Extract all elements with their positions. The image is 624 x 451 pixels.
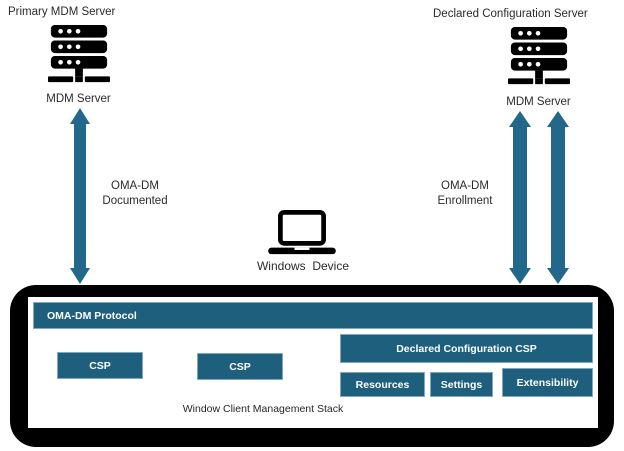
- oma-dm-enrollment-line2: Enrollment: [437, 195, 493, 207]
- declared-server-title: Declared Configuration Server: [433, 8, 588, 20]
- oma-dm-documented-line1: OMA-DM: [111, 180, 159, 192]
- device-stack-panel: OMA-DM Protocol CSP CSP Declared Configu…: [28, 297, 598, 428]
- resources-box: Resources: [340, 372, 425, 397]
- server-rack-icon: [48, 24, 110, 83]
- declared-configuration-csp-box: Declared Configuration CSP: [340, 334, 593, 363]
- oma-dm-enrollment-line1: OMA-DM: [441, 180, 489, 192]
- extensibility-box: Extensibility: [502, 368, 593, 397]
- oma-dm-protocol-label: OMA-DM Protocol: [47, 309, 137, 322]
- server-rack-icon: [508, 26, 570, 85]
- windows-device-label: Windows Device: [256, 259, 350, 273]
- oma-dm-documented-arrow-icon: [70, 108, 90, 284]
- primary-server-title: Primary MDM Server: [8, 6, 116, 18]
- oma-dm-documented-label: OMA-DM Documented: [85, 179, 185, 209]
- csp-box-middle: CSP: [197, 353, 283, 380]
- declared-server-label: MDM Server: [506, 96, 571, 108]
- csp-box-left: CSP: [57, 352, 143, 379]
- oma-dm-enrollment-arrow-left-icon: [509, 111, 531, 284]
- settings-box: Settings: [430, 372, 493, 397]
- oma-dm-documented-line2: Documented: [102, 195, 168, 207]
- stack-caption: Window Client Management Stack: [182, 403, 344, 415]
- oma-dm-enrollment-arrow-right-icon: [547, 111, 569, 284]
- oma-dm-protocol-bar: OMA-DM Protocol: [33, 302, 593, 329]
- laptop-icon: [268, 210, 336, 255]
- primary-server-label: MDM Server: [46, 93, 111, 105]
- device-stack-frame: OMA-DM Protocol CSP CSP Declared Configu…: [10, 285, 614, 447]
- oma-dm-enrollment-label: OMA-DM Enrollment: [415, 179, 515, 209]
